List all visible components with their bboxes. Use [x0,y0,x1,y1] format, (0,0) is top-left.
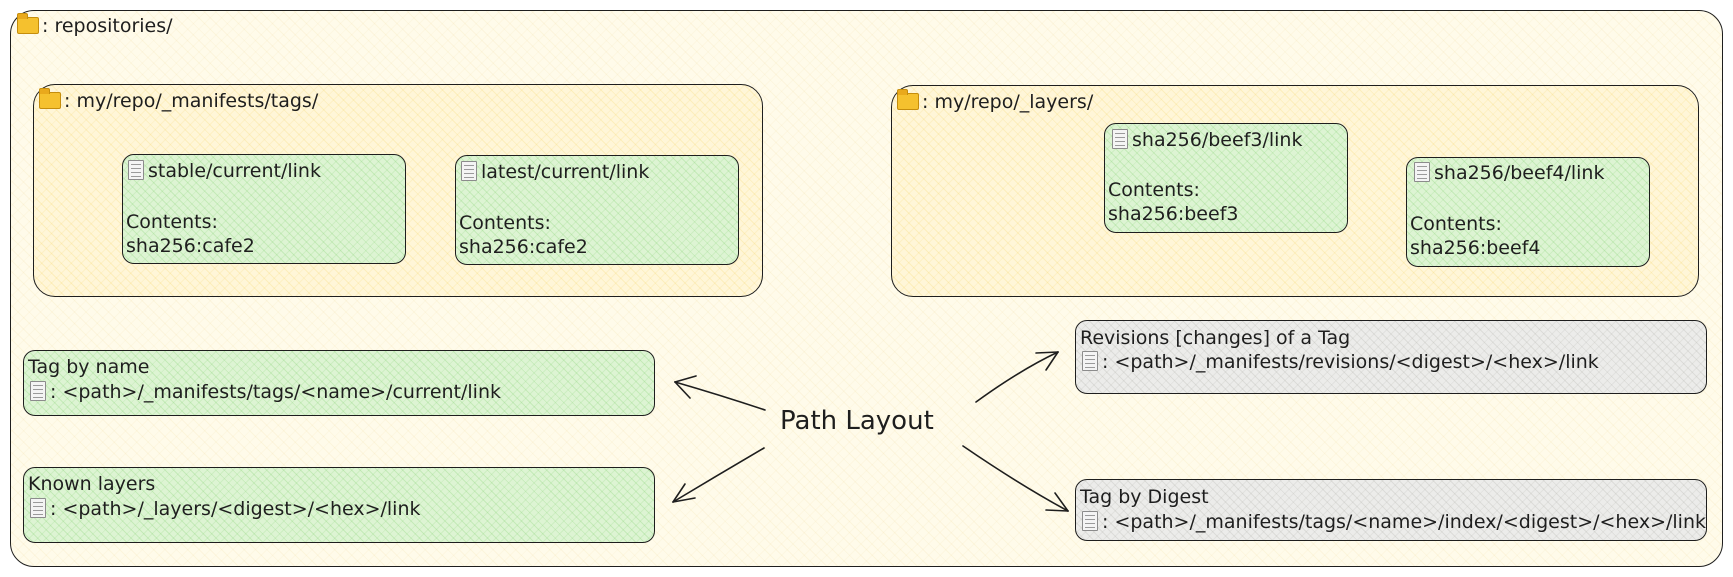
known-layers-path: : <path>/_layers/<digest>/<hex>/link [30,497,421,521]
tag-by-digest-box [1075,479,1707,541]
arrow-to-known-layers [672,447,765,503]
beef4-link-box [1406,157,1650,267]
beef3-link-contents-value: sha256:beef3 [1108,203,1239,225]
beef4-link-title: sha256/beef4/link [1414,161,1604,185]
document-icon [1112,129,1128,149]
document-icon [30,381,46,401]
latest-link-box [455,155,739,265]
stable-link-box [122,154,406,264]
manifests-tags-label: : my/repo/_manifests/tags/ [39,88,318,113]
arrow-to-tag-by-name [674,375,766,411]
latest-link-contents-value: sha256:cafe2 [459,236,588,258]
document-icon [1082,351,1098,371]
tag-by-digest-path: : <path>/_manifests/tags/<name>/index/<d… [1082,510,1706,534]
known-layers-title: Known layers [28,473,156,495]
path-layout-title: Path Layout [780,406,934,436]
arrow-to-tag-by-digest [962,445,1069,512]
document-icon [1414,162,1430,182]
latest-link-contents-label: Contents: [459,212,551,234]
revisions-title: Revisions [changes] of a Tag [1080,327,1351,349]
revisions-path: : <path>/_manifests/revisions/<digest>/<… [1082,350,1599,374]
tag-by-name-title: Tag by name [28,356,150,378]
known-layers-box [23,467,655,543]
tag-by-name-path: : <path>/_manifests/tags/<name>/current/… [30,380,501,404]
tag-by-digest-title: Tag by Digest [1080,486,1209,508]
folder-icon [39,88,61,109]
stable-link-contents-value: sha256:cafe2 [126,235,255,257]
stable-link-contents-label: Contents: [126,211,218,233]
tag-by-name-box [23,350,655,416]
document-icon [128,160,144,180]
stable-link-title: stable/current/link [128,159,321,183]
beef3-link-contents-label: Contents: [1108,179,1200,201]
arrow-to-revisions [975,351,1059,403]
layers-label: : my/repo/_layers/ [897,89,1093,114]
document-icon [1082,511,1098,531]
document-icon [30,498,46,518]
folder-icon [17,13,39,34]
beef4-link-contents-label: Contents: [1410,213,1502,235]
folder-icon [897,89,919,110]
beef3-link-title: sha256/beef3/link [1112,128,1302,152]
document-icon [461,161,477,181]
revisions-box [1075,320,1707,394]
repositories-label: : repositories/ [17,13,173,38]
beef3-link-box [1104,123,1348,233]
beef4-link-contents-value: sha256:beef4 [1410,237,1541,259]
latest-link-title: latest/current/link [461,160,649,184]
